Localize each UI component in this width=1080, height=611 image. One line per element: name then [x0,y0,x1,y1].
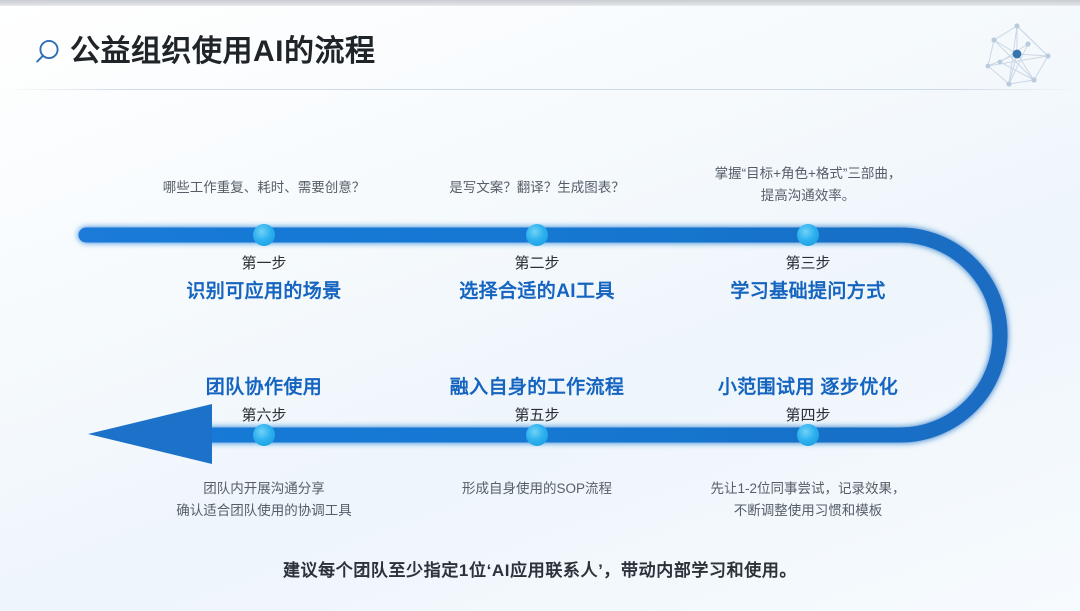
step-ordinal-6: 第六步 [241,407,287,424]
flow-node-step1 [253,224,275,246]
flow-node-step3 [797,224,819,246]
step-caption-5: 形成自身使用的SOP流程 [461,481,612,496]
step-ordinal-4: 第四步 [785,407,831,424]
header-divider [0,89,1080,90]
flow-node-step6 [253,424,275,446]
step-caption-6: 团队内开展沟通分享 确认适合团队使用的协调工具 [176,481,352,518]
step-ordinal-2: 第二步 [514,255,560,272]
page-title: 公益组织使用AI的流程 [70,35,376,68]
step-title-1: 识别可应用的场景 [186,281,342,302]
step-caption-1: 哪些工作重复、耗时、需要创意？ [162,180,366,195]
slide-header: 公益组织使用AI的流程 [0,6,1080,90]
step-caption-3: 掌握“目标+角色+格式”三部曲， 提高沟通效率。 [714,166,902,203]
step-title-3: 学习基础提问方式 [730,281,886,302]
step-ordinal-3: 第三步 [785,255,831,272]
step-title-2: 选择合适的AI工具 [459,281,615,302]
flow-node-step4 [797,424,819,446]
window-top-strip [0,0,1080,6]
search-icon [30,36,64,70]
footer-note: 建议每个团队至少指定1位‘AI应用联系人’，带动内部学习和使用。 [282,561,798,580]
flow-node-step2 [526,224,548,246]
step-ordinal-1: 第一步 [241,255,287,272]
step-caption-4: 先让1-2位同事尝试，记录效果， 不断调整使用习惯和模板 [710,481,906,518]
step-caption-2: 是写文案？翻译？生成图表？ [449,180,625,195]
step-ordinal-5: 第五步 [514,407,560,424]
network-nodes-icon [976,18,1058,94]
step-title-5: 融入自身的工作流程 [449,377,625,398]
step-title-4: 小范围试用 逐步优化 [717,377,899,398]
step-title-6: 团队协作使用 [205,377,323,398]
flow-node-step5 [526,424,548,446]
